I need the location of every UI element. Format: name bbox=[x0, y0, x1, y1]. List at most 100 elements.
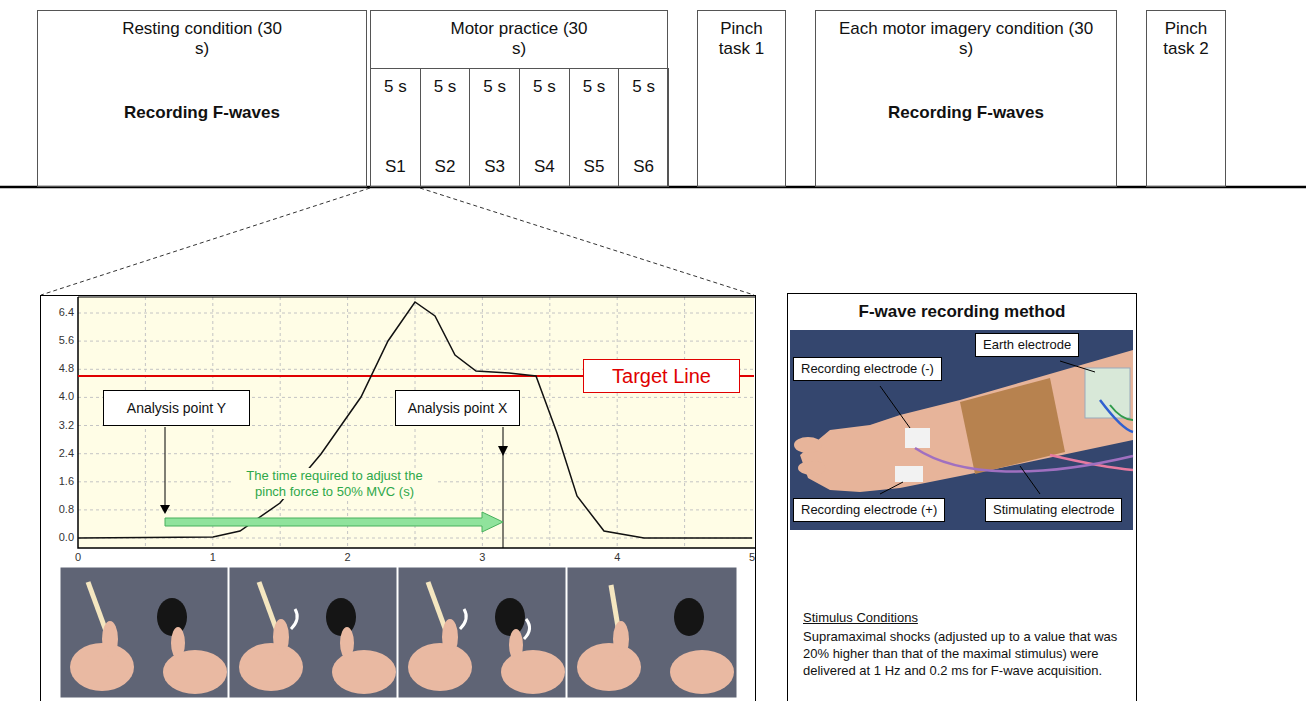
axis-tick-label: 1.6 bbox=[40, 475, 74, 488]
chart-panel bbox=[41, 296, 756, 701]
box-text: S1 bbox=[371, 157, 420, 177]
leader-line bbox=[880, 386, 910, 428]
motion-arrow bbox=[460, 609, 466, 629]
phase-box: Each motor imagery condition (30 s) Recor… bbox=[815, 10, 1117, 187]
hand bbox=[332, 650, 396, 694]
arrow-head bbox=[498, 446, 508, 456]
box-heading: Recording electrode (-) bbox=[801, 361, 934, 377]
finger bbox=[613, 621, 629, 657]
box-heading: 5 s bbox=[421, 77, 470, 97]
axis-tick-label: 0.0 bbox=[40, 531, 74, 544]
segment-box: 5 sS3 bbox=[469, 68, 520, 187]
motion-arrow bbox=[291, 609, 297, 629]
wire bbox=[1110, 405, 1133, 420]
hand bbox=[408, 643, 472, 691]
box-heading: 5 s bbox=[371, 77, 420, 97]
photo-ground bbox=[229, 567, 397, 698]
electrode-label: Recording electrode (-) bbox=[793, 357, 942, 381]
segment-box: 5 s S2 bbox=[420, 68, 471, 187]
annotation-text: The time required to adjust the pinch fo… bbox=[232, 468, 437, 499]
axis-tick-label: 5 bbox=[742, 551, 762, 564]
box-heading: Pinch task 1 bbox=[706, 19, 778, 60]
pinch-sensor bbox=[326, 598, 356, 636]
duration-arrow bbox=[165, 512, 503, 532]
hand-photo bbox=[398, 567, 566, 698]
box-heading: 5 s bbox=[570, 77, 619, 97]
box-text: Stimulus Conditions bbox=[803, 610, 1136, 626]
axis-tick-label: 2 bbox=[338, 551, 358, 564]
box-text: S3 bbox=[470, 157, 519, 177]
finger bbox=[442, 619, 458, 655]
analysis-box: Analysis point Y bbox=[103, 390, 250, 426]
box-text: S2 bbox=[421, 157, 470, 177]
box-text: S6 bbox=[619, 157, 668, 177]
box-heading: Motor practice (30 s) bbox=[449, 19, 589, 60]
phase-box: Resting condition (30 s) Recording F-wave… bbox=[37, 10, 367, 187]
pointer-arrow bbox=[165, 427, 166, 506]
finger bbox=[171, 627, 185, 659]
leader-line bbox=[1060, 361, 1095, 372]
axes bbox=[78, 297, 755, 548]
pointer-arrow bbox=[503, 427, 504, 548]
box-heading: Each motor imagery condition (30 s) bbox=[836, 19, 1096, 60]
plot-area bbox=[78, 297, 754, 548]
electrode-label: Stimulating electrode bbox=[985, 498, 1122, 522]
hand bbox=[670, 650, 734, 694]
box-heading: Recording electrode (+) bbox=[801, 502, 937, 518]
box-heading: Analysis point X bbox=[396, 400, 519, 417]
hand-photo bbox=[60, 567, 228, 698]
hand bbox=[163, 650, 227, 694]
box-heading: Resting condition (30 s) bbox=[117, 19, 287, 60]
box-text: Supramaximal shocks (adjusted up to a va… bbox=[803, 629, 1125, 680]
axis-tick-label: 3 bbox=[472, 551, 492, 564]
axis-tick-label: 4.0 bbox=[40, 390, 74, 403]
force-curve bbox=[78, 302, 752, 538]
segment-box: 5 s S4 bbox=[519, 68, 570, 187]
wire bbox=[1100, 400, 1133, 432]
photo-ground bbox=[790, 330, 1133, 530]
finger bbox=[798, 461, 826, 475]
box-heading: Target Line bbox=[584, 364, 739, 388]
plot-border bbox=[78, 297, 755, 298]
box-text: S4 bbox=[520, 157, 569, 177]
arrow-head bbox=[160, 505, 170, 514]
photo-ground bbox=[567, 567, 737, 698]
box-heading: 5 s bbox=[520, 77, 569, 97]
hand bbox=[501, 650, 565, 694]
hand-photo bbox=[567, 567, 737, 698]
electrode-pad bbox=[895, 466, 923, 482]
finger bbox=[102, 621, 118, 657]
method-panel: F-wave recording methodStimulus Conditio… bbox=[787, 293, 1137, 701]
leader-line bbox=[880, 482, 903, 494]
target-label: Target Line bbox=[583, 359, 740, 393]
electrode-pad bbox=[905, 428, 930, 448]
zoom-line bbox=[420, 188, 754, 295]
phase-box: Pinch task 1 bbox=[697, 10, 786, 187]
segment-box: 5 s S5 bbox=[569, 68, 620, 187]
hand bbox=[577, 643, 641, 691]
arm-photo bbox=[790, 330, 1133, 530]
pinch-sensor bbox=[674, 598, 704, 636]
axis-tick-label: 2.4 bbox=[40, 447, 74, 460]
pinch-sensor bbox=[157, 598, 187, 636]
axis-tick-label: 4 bbox=[607, 551, 627, 564]
axis-tick-label: 3.2 bbox=[40, 419, 74, 432]
zoom-line bbox=[41, 188, 370, 295]
segment-box: 5 s S6 bbox=[618, 68, 669, 187]
box-heading: 5 s bbox=[619, 77, 668, 97]
analysis-box: Analysis point X bbox=[395, 390, 520, 426]
box-text: S5 bbox=[570, 157, 619, 177]
box-heading: F-wave recording method bbox=[788, 302, 1136, 322]
electrode-label: Recording electrode (+) bbox=[793, 498, 945, 522]
box-text: Recording F-waves bbox=[38, 103, 366, 123]
box-heading: Earth electrode bbox=[983, 337, 1071, 353]
segment-box: 5 s S1 bbox=[370, 68, 421, 187]
forearm bbox=[800, 350, 1133, 492]
photo-ground bbox=[398, 567, 566, 698]
bandage bbox=[960, 378, 1065, 474]
motion-arrow bbox=[524, 619, 530, 639]
axis-tick-label: 6.4 bbox=[40, 306, 74, 319]
box-text: Recording F-waves bbox=[816, 103, 1116, 123]
hand bbox=[239, 643, 303, 691]
box-heading: Stimulating electrode bbox=[993, 502, 1114, 518]
